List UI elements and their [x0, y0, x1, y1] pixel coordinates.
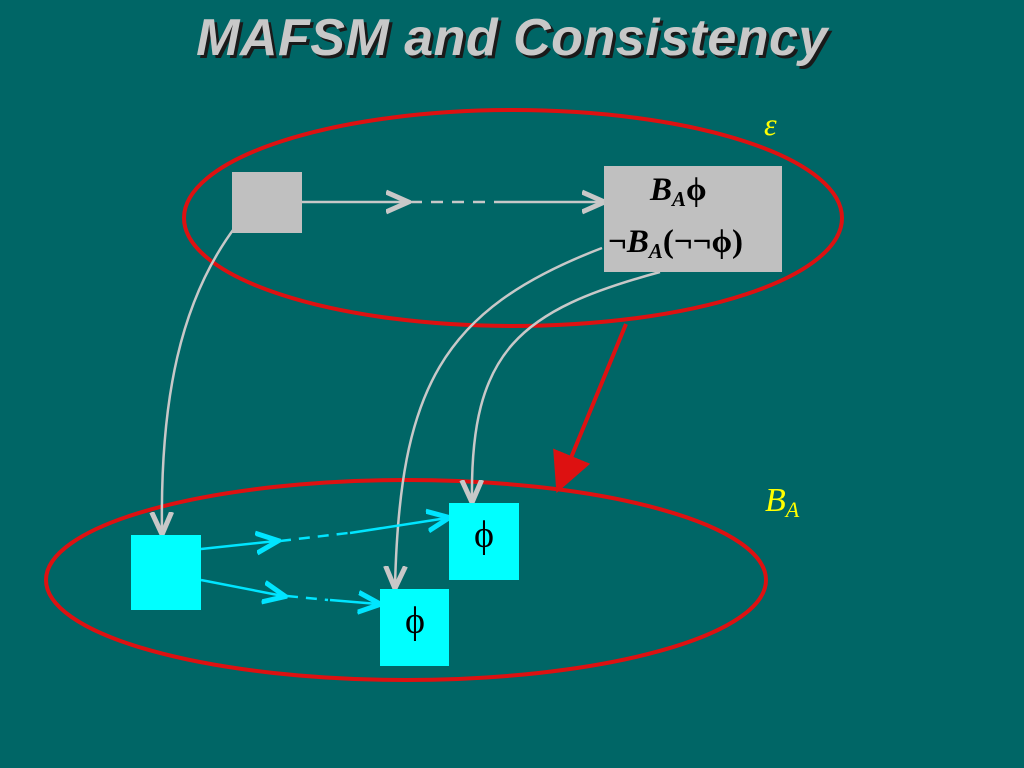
formula-belief-phi: BAϕ: [650, 172, 707, 211]
phi-symbol-upper: ϕ: [473, 514, 494, 556]
context-epsilon-ellipse: [182, 108, 844, 328]
projection-arrow-phi-lower: [395, 246, 603, 586]
slide-title: MAFSM and Consistency: [196, 9, 828, 67]
path-to-phi-upper: [200, 518, 447, 549]
context-link-arrow: [553, 323, 628, 494]
projection-arrow-left: [162, 225, 237, 532]
formula-not-belief-double-neg: ¬BA(¬¬ϕ): [608, 224, 744, 263]
projection-arrow-phi-upper: [472, 270, 661, 500]
state-box-phi-upper: [449, 503, 519, 580]
label-epsilon: ε: [764, 106, 777, 142]
label-ba: BA: [765, 482, 800, 522]
state-box-initial: [232, 172, 302, 233]
path-to-phi-lower: [200, 578, 378, 604]
phi-symbol-lower: ϕ: [404, 600, 425, 642]
state-box-phi-lower: [380, 589, 449, 666]
state-box-belief: [604, 166, 782, 272]
state-box-ba-initial: [131, 535, 201, 610]
context-ba-ellipse: [44, 478, 768, 682]
